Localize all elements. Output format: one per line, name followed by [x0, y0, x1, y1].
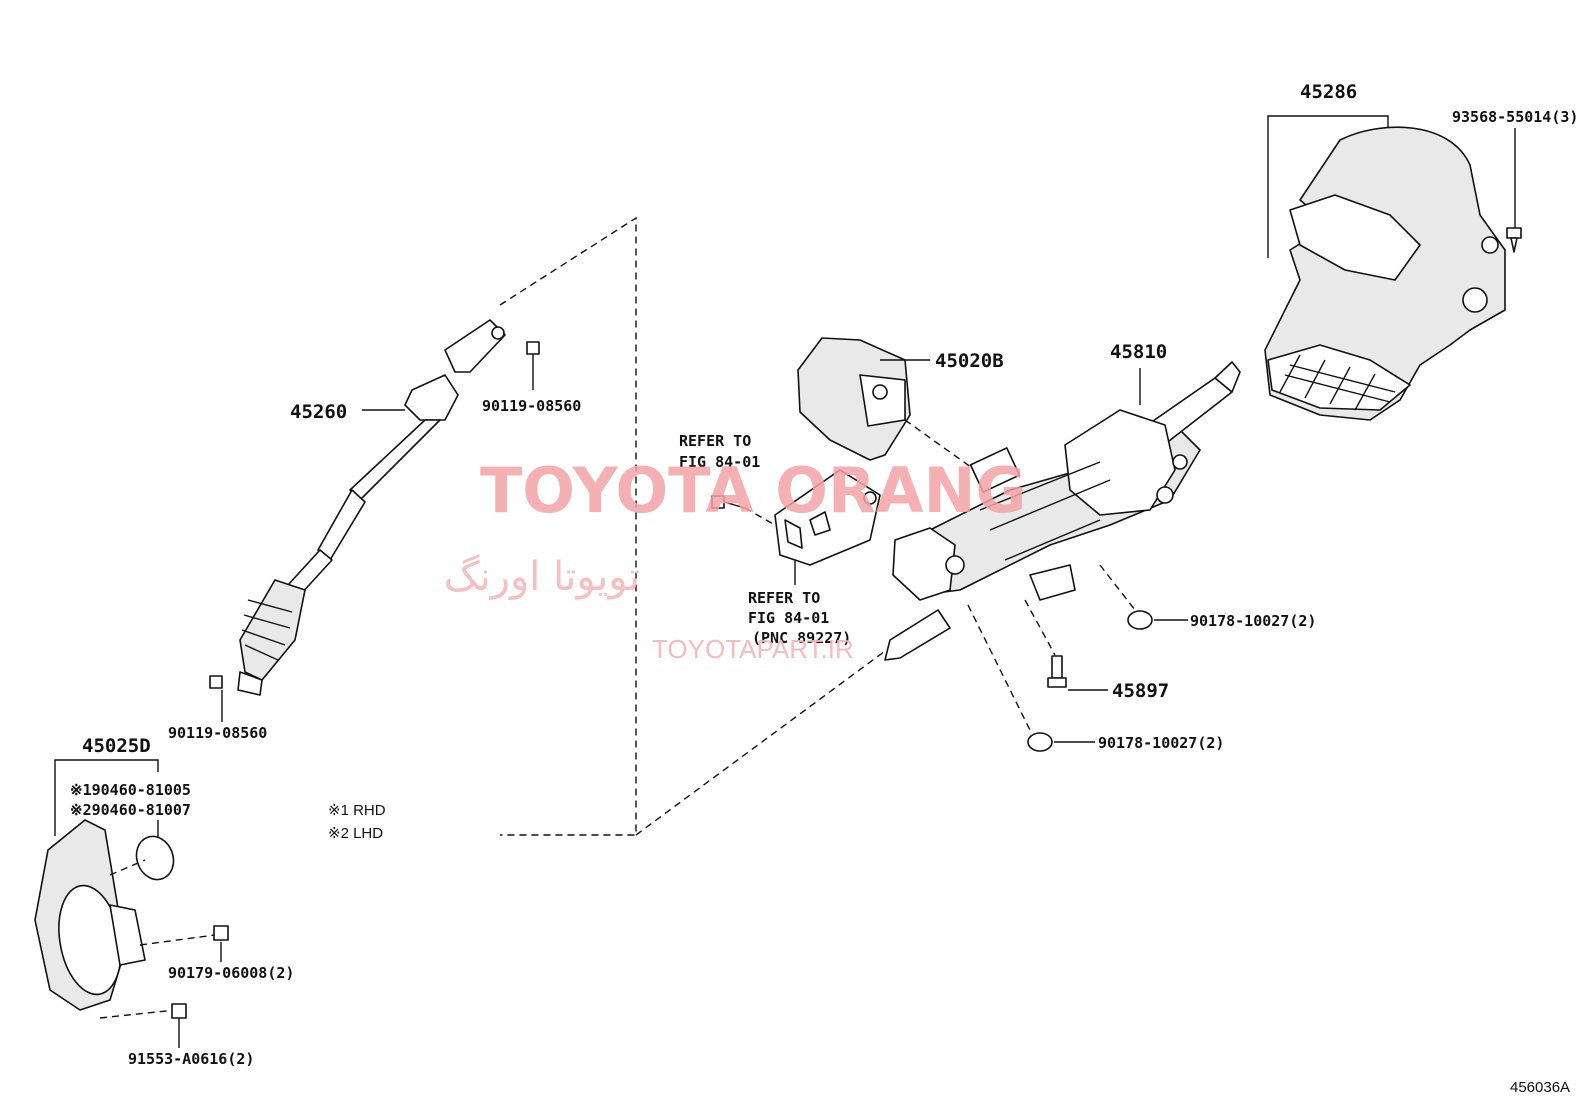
label-45260: 45260: [290, 401, 347, 423]
bolt-90119-top: [526, 341, 540, 390]
label-90119-bottom: 90119-08560: [168, 724, 267, 742]
watermark-url: TOYOTAPART.IR: [652, 634, 854, 664]
screw-93568: [1506, 128, 1522, 253]
label-45810: 45810: [1110, 341, 1167, 363]
refer2-line1: REFER TO: [748, 589, 820, 607]
label-90119-top: 90119-08560: [482, 397, 581, 415]
intermediate-shaft-45260: [237, 319, 506, 696]
refer2-line3: (PNC 89227): [752, 629, 851, 647]
note-rhd: ※1 RHD: [328, 802, 386, 819]
label-90178-b: 90178-10027(2): [1098, 734, 1224, 752]
watermark-persian: تویوتا اورنگ: [444, 554, 640, 600]
bolt-91553: [171, 1003, 187, 1048]
steering-column-45810: [884, 361, 1241, 661]
label-90178-a: 90178-10027(2): [1190, 612, 1316, 630]
nut-90179: [213, 925, 229, 962]
label-90460-1: ※190460-81005: [70, 781, 191, 799]
diagram-code: 456036A: [1510, 1079, 1570, 1096]
label-90460-2: ※290460-81007: [70, 801, 191, 819]
note-lhd: ※2 LHD: [328, 825, 383, 842]
steering-lock-45020B: [797, 337, 976, 471]
refer2-line2: FIG 84-01: [748, 609, 829, 627]
label-93568: 93568-55014(3): [1452, 108, 1578, 126]
bolt-90119-bottom: [209, 675, 223, 722]
label-45020B: 45020B: [935, 350, 1004, 372]
cover-grille: [1279, 354, 1396, 411]
shaft-group-boundary: [499, 216, 901, 836]
watermark-brand: TOYOTA ORANG: [480, 454, 1026, 527]
refer1-line2: FIG 84-01: [679, 453, 760, 471]
nut-90178-a: [1099, 564, 1153, 630]
label-45025D: 45025D: [82, 735, 151, 757]
screw-refer1: [711, 495, 776, 526]
ecu-module: [774, 469, 881, 566]
leader-45025D: [54, 759, 159, 836]
column-cover-45286: [1264, 126, 1506, 421]
refer1-line1: REFER TO: [679, 432, 751, 450]
label-45286: 45286: [1300, 81, 1357, 103]
label-90179: 90179-06008(2): [168, 964, 294, 982]
label-91553: 91553-A0616(2): [128, 1050, 254, 1068]
hole-cover-45025D: [34, 819, 216, 1019]
bolt-45897: [1024, 599, 1067, 688]
nut-90178-b: [967, 604, 1053, 752]
label-45897: 45897: [1112, 680, 1169, 702]
leader-45286: [1267, 115, 1389, 258]
